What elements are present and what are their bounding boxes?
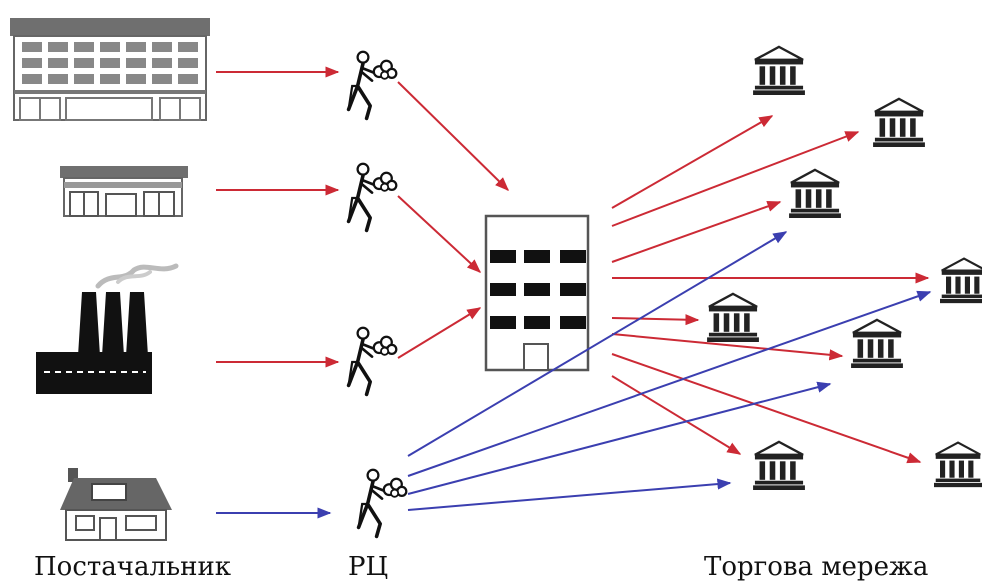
bank-building-icon [752, 440, 806, 490]
flow-arrow [397, 307, 482, 359]
flow-arrow [407, 381, 832, 495]
retail-label: Торгова мережа [704, 552, 929, 582]
courier-person-icon [356, 468, 409, 539]
courier-person-icon [346, 50, 399, 121]
bank-building-icon [850, 318, 904, 368]
bank-building-icon [940, 257, 982, 304]
bank-building-icon [934, 441, 982, 488]
suppliers-label: Постачальник [34, 552, 232, 582]
bank-building-icon [752, 45, 806, 95]
factory-icon [36, 263, 179, 394]
flow-arrow [397, 195, 482, 273]
flow-arrow [611, 200, 782, 263]
shop-icon [60, 166, 188, 217]
flow-arrow [611, 314, 700, 326]
house-icon [60, 468, 172, 541]
warehouse-building-icon [484, 214, 590, 372]
flow-arrow [407, 290, 932, 477]
dc-label: РЦ [348, 552, 389, 582]
office-building-icon [10, 18, 210, 121]
flow-arrow [611, 375, 742, 455]
bank-building-icon [706, 292, 760, 342]
bank-building-icon [788, 168, 842, 218]
flow-arrow [397, 81, 509, 191]
flow-arrow [407, 478, 732, 511]
flow-arrow [407, 231, 788, 457]
bank-building-icon [872, 97, 926, 147]
flow-arrow [611, 115, 774, 209]
flow-arrow [611, 333, 844, 361]
flow-arrow [611, 353, 922, 464]
flow-arrow [611, 131, 860, 227]
courier-person-icon [346, 162, 399, 233]
courier-person-icon [346, 326, 399, 397]
